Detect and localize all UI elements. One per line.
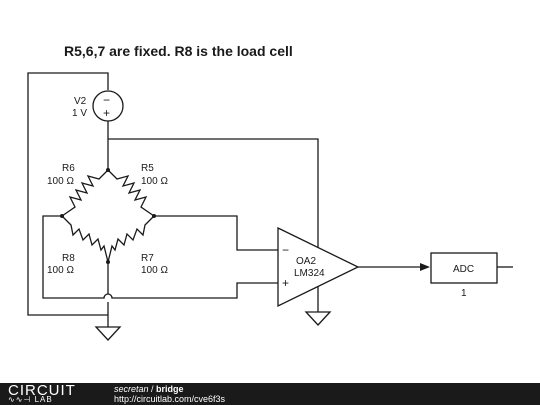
footer-separator: / — [148, 384, 157, 394]
r7-name: R7 — [141, 253, 154, 264]
ground-right — [304, 311, 332, 326]
voltage-source-v2: − + — [92, 90, 124, 122]
r5-name: R5 — [141, 163, 154, 174]
resistor-r7 — [107, 215, 155, 263]
adc-block — [430, 252, 498, 284]
opamp-plus: + — [282, 276, 289, 290]
r6-name: R6 — [62, 163, 75, 174]
waveform-icon: ∿∿ — [8, 395, 24, 404]
wire-supply-opamp — [108, 138, 319, 255]
opamp-minus: − — [282, 243, 289, 257]
footer-project[interactable]: bridge — [156, 384, 184, 394]
r5-value: 100 Ω — [141, 176, 168, 187]
r6-value: 100 Ω — [47, 176, 74, 187]
wire-to-minus — [154, 215, 278, 251]
footer-user[interactable]: secretan — [114, 384, 149, 394]
node-top — [106, 168, 110, 172]
footer-bar: CIRCUIT ∿∿⊣ LAB secretan / bridge http:/… — [0, 383, 540, 405]
circuitlab-logo-sub: ∿∿⊣ LAB — [8, 395, 53, 404]
wire-outer-left — [27, 72, 109, 316]
source-minus-sign: − — [103, 93, 110, 107]
wire-to-plus — [42, 215, 278, 299]
adc-pin: 1 — [461, 288, 467, 299]
arrow-to-adc — [420, 263, 430, 271]
source-value: 1 V — [72, 108, 87, 119]
footer-credit: secretan / bridge — [114, 384, 184, 394]
logo-lab: LAB — [34, 395, 53, 404]
resistor-r8 — [61, 215, 109, 263]
opamp-oa2 — [277, 226, 360, 308]
footer-url[interactable]: http://circuitlab.com/cve6f3s — [114, 394, 226, 404]
diagram-title: R5,6,7 are fixed. R8 is the load cell — [64, 43, 293, 59]
source-plus-sign: + — [103, 106, 110, 120]
resistor-r6 — [61, 169, 109, 217]
r8-name: R8 — [62, 253, 75, 264]
opamp-part: LM324 — [294, 268, 325, 279]
opamp-name: OA2 — [296, 256, 316, 267]
resistor-r5 — [107, 169, 155, 217]
circuitlab-logo: CIRCUIT — [8, 382, 76, 399]
r8-value: 100 Ω — [47, 265, 74, 276]
adc-name: ADC — [453, 264, 474, 275]
source-name: V2 — [74, 96, 87, 107]
r7-value: 100 Ω — [141, 265, 168, 276]
ground-left — [94, 326, 122, 341]
